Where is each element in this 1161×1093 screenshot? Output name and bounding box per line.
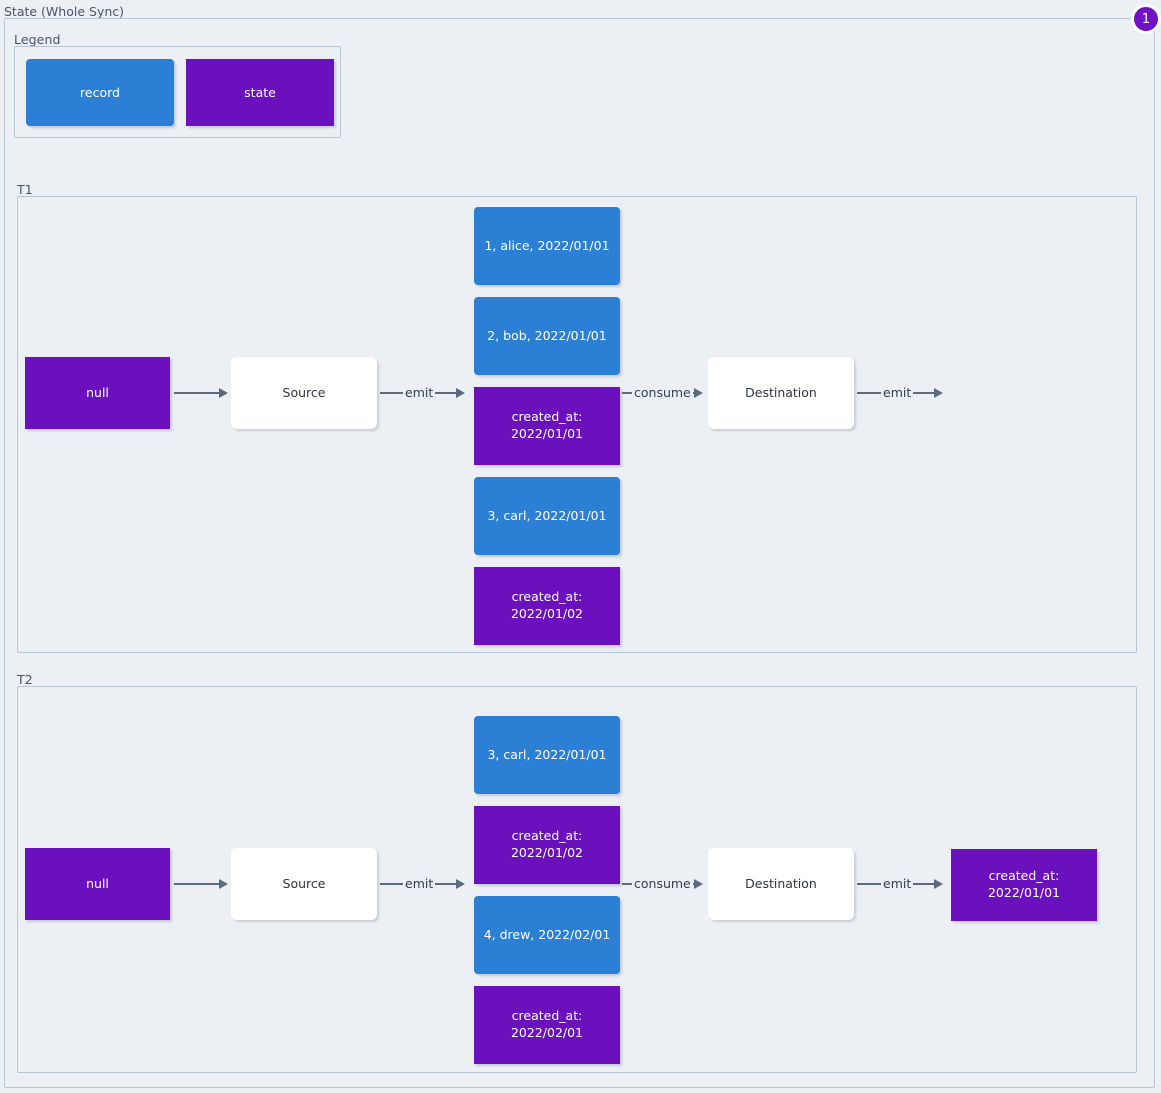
t1-stream-node-2-label: created_at: 2022/01/01 [510, 409, 584, 441]
t2-final-state-label: created_at: 2022/01/01 [987, 868, 1061, 900]
legend-swatch-record: record [26, 59, 174, 126]
t2-stream-node-0-label: 3, carl, 2022/01/01 [487, 746, 607, 762]
status-badge: 1 [1131, 4, 1161, 34]
t2-stream-node-1-label: created_at: 2022/01/02 [510, 828, 584, 860]
t1-destination-node: Destination [708, 357, 854, 429]
t1-source-node: Source [231, 357, 377, 429]
t1-source-label: Source [282, 384, 326, 400]
legend-swatch-state-label: state [244, 85, 276, 100]
t1-stream-node-1-label: 2, bob, 2022/01/01 [487, 327, 607, 343]
t1-destination-label: Destination [745, 384, 817, 400]
legend-container: record state [14, 46, 341, 138]
t2-destination-label: Destination [745, 875, 817, 891]
t1-stream-node-0-label: 1, alice, 2022/01/01 [484, 237, 610, 253]
section-label-t1: T1 [17, 182, 33, 197]
section-label-t2: T2 [17, 672, 33, 687]
t1-initial-state-label: null [86, 384, 109, 400]
t1-stream-node-3-label: 3, carl, 2022/01/01 [487, 507, 607, 523]
t1-stream-node-4: created_at: 2022/01/02 [474, 567, 620, 645]
legend-label: Legend [14, 32, 61, 47]
t1-stream-node-0: 1, alice, 2022/01/01 [474, 207, 620, 285]
t2-stream-node-2: 4, drew, 2022/02/01 [474, 896, 620, 974]
t2-source-node: Source [231, 848, 377, 920]
page-title: State (Whole Sync) [4, 4, 125, 19]
t2-stream-node-3-label: created_at: 2022/02/01 [510, 1008, 584, 1040]
t2-final-state-node: created_at: 2022/01/01 [951, 849, 1097, 921]
t1-stream-node-3: 3, carl, 2022/01/01 [474, 477, 620, 555]
t1-stream-node-2: created_at: 2022/01/01 [474, 387, 620, 465]
t2-source-label: Source [282, 875, 326, 891]
t1-stream-node-1: 2, bob, 2022/01/01 [474, 297, 620, 375]
t2-stream-node-2-label: 4, drew, 2022/02/01 [483, 926, 611, 942]
t2-stream-node-3: created_at: 2022/02/01 [474, 986, 620, 1064]
t2-initial-state-node: null [25, 848, 170, 920]
t2-stream-node-0: 3, carl, 2022/01/01 [474, 716, 620, 794]
t2-stream-node-1: created_at: 2022/01/02 [474, 806, 620, 884]
legend-swatch-state: state [186, 59, 334, 126]
t1-initial-state-node: null [25, 357, 170, 429]
t1-stream-node-4-label: created_at: 2022/01/02 [510, 589, 584, 621]
legend-swatch-record-label: record [80, 85, 120, 100]
t2-initial-state-label: null [86, 875, 109, 891]
t2-destination-node: Destination [708, 848, 854, 920]
